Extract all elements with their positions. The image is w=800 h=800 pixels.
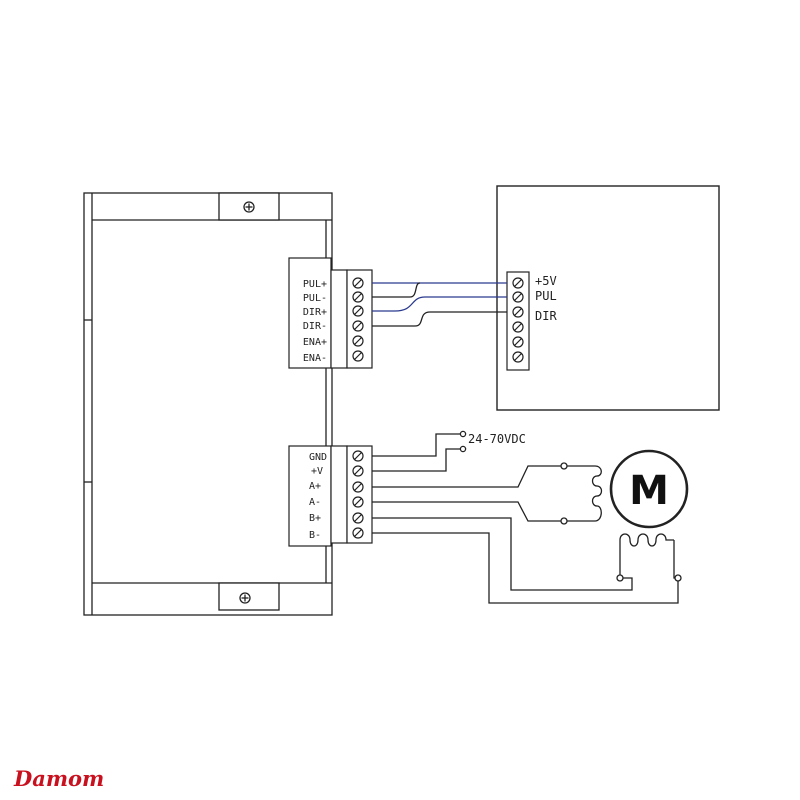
signal-terminal-screw-5	[352, 335, 364, 347]
controller-terminal-labels: +5V PUL DIR	[535, 274, 557, 323]
terminal-label-ena-plus: ENA+	[303, 337, 327, 348]
controller-terminal-screw-6	[512, 351, 524, 363]
controller-box	[496, 185, 720, 411]
motor-terminals	[560, 462, 682, 582]
power-terminal-screw-3	[352, 481, 364, 493]
signal-terminal-screw-3	[352, 305, 364, 317]
power-terminal-screw-6	[352, 527, 364, 539]
signal-terminal-screw-2	[352, 291, 364, 303]
power-terminal-screw-5	[352, 512, 364, 524]
watermark-text: Damom	[13, 766, 104, 791]
mounting-tab-top	[218, 192, 280, 221]
power-supply-wiring	[372, 430, 467, 472]
controller-terminal-screw-4	[512, 321, 524, 333]
controller-terminal-screw-2	[512, 291, 524, 303]
driver-housing	[83, 192, 333, 616]
wire-dir-minus	[372, 311, 507, 327]
controller-label-plus-5v: +5V	[535, 274, 557, 288]
terminal-label-pul-minus: PUL-	[303, 293, 327, 304]
controller-terminal-block	[506, 271, 530, 371]
signal-label-plate	[288, 257, 332, 369]
signal-wires	[372, 282, 507, 327]
wire-pul-minus	[372, 282, 421, 298]
terminal-label-dir-plus: DIR+	[303, 307, 327, 318]
controller-terminal-screw-1	[512, 277, 524, 289]
power-terminal-labels: GND +V A+ A- B+ B-	[309, 452, 327, 541]
signal-terminal-screw-1	[352, 277, 364, 289]
signal-terminal-screw-4	[352, 320, 364, 332]
controller-terminal-screw-3	[512, 306, 524, 318]
wire-dir-plus	[372, 296, 507, 312]
power-terminal-screw-2	[352, 465, 364, 477]
terminal-label-dir-minus: DIR-	[303, 321, 327, 332]
winding-a-coil	[591, 465, 603, 522]
winding-b-coil	[619, 533, 674, 547]
power-terminal-screw-4	[352, 496, 364, 508]
controller-label-pul: PUL	[535, 289, 557, 303]
wire-b-minus	[372, 532, 679, 604]
power-terminal-block	[330, 445, 373, 544]
terminal-label-ena-minus: ENA-	[303, 353, 327, 364]
terminal-label-b-plus: B+	[309, 513, 321, 524]
controller-label-dir: DIR	[535, 309, 557, 323]
power-terminal-screw-1	[352, 450, 364, 462]
signal-terminal-labels: PUL+ PUL- DIR+ DIR- ENA+ ENA-	[303, 279, 327, 364]
motor-symbol: M	[609, 449, 689, 529]
terminal-label-pul-plus: PUL+	[303, 279, 327, 290]
terminal-label-a-plus: A+	[309, 481, 321, 492]
power-supply-label: 24-70VDC	[468, 432, 526, 446]
terminal-label-b-minus: B-	[309, 530, 321, 541]
controller-terminal-screw-5	[512, 336, 524, 348]
mounting-tab-bottom	[218, 582, 280, 611]
terminal-label-gnd: GND	[309, 452, 327, 463]
wire-a-plus	[372, 465, 595, 488]
terminal-label-plus-v: +V	[311, 466, 323, 477]
signal-terminal-screw-6	[352, 350, 364, 362]
motor-label: M	[629, 468, 669, 514]
terminal-label-a-minus: A-	[309, 497, 321, 508]
wire-b-plus	[372, 517, 633, 591]
signal-terminal-block	[330, 269, 373, 369]
